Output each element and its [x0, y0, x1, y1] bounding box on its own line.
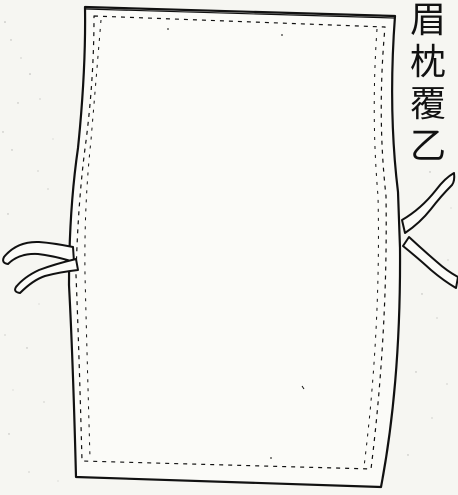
small-marks — [167, 28, 305, 459]
cover-outline — [67, 5, 402, 489]
left-tie — [2, 240, 79, 294]
top-edge-line — [85, 8, 395, 19]
caption-char-3: 覆 — [409, 84, 446, 125]
caption-char-4: 乙 — [409, 126, 446, 167]
left-side-stitch — [84, 19, 102, 459]
vertical-caption: 眉 枕 覆 乙 — [408, 0, 448, 168]
caption-char-2: 枕 — [409, 42, 446, 83]
stitch-line — [75, 15, 387, 470]
right-tie — [401, 172, 458, 289]
right-side-stitch — [363, 28, 379, 468]
caption-char-1: 眉 — [409, 0, 446, 41]
